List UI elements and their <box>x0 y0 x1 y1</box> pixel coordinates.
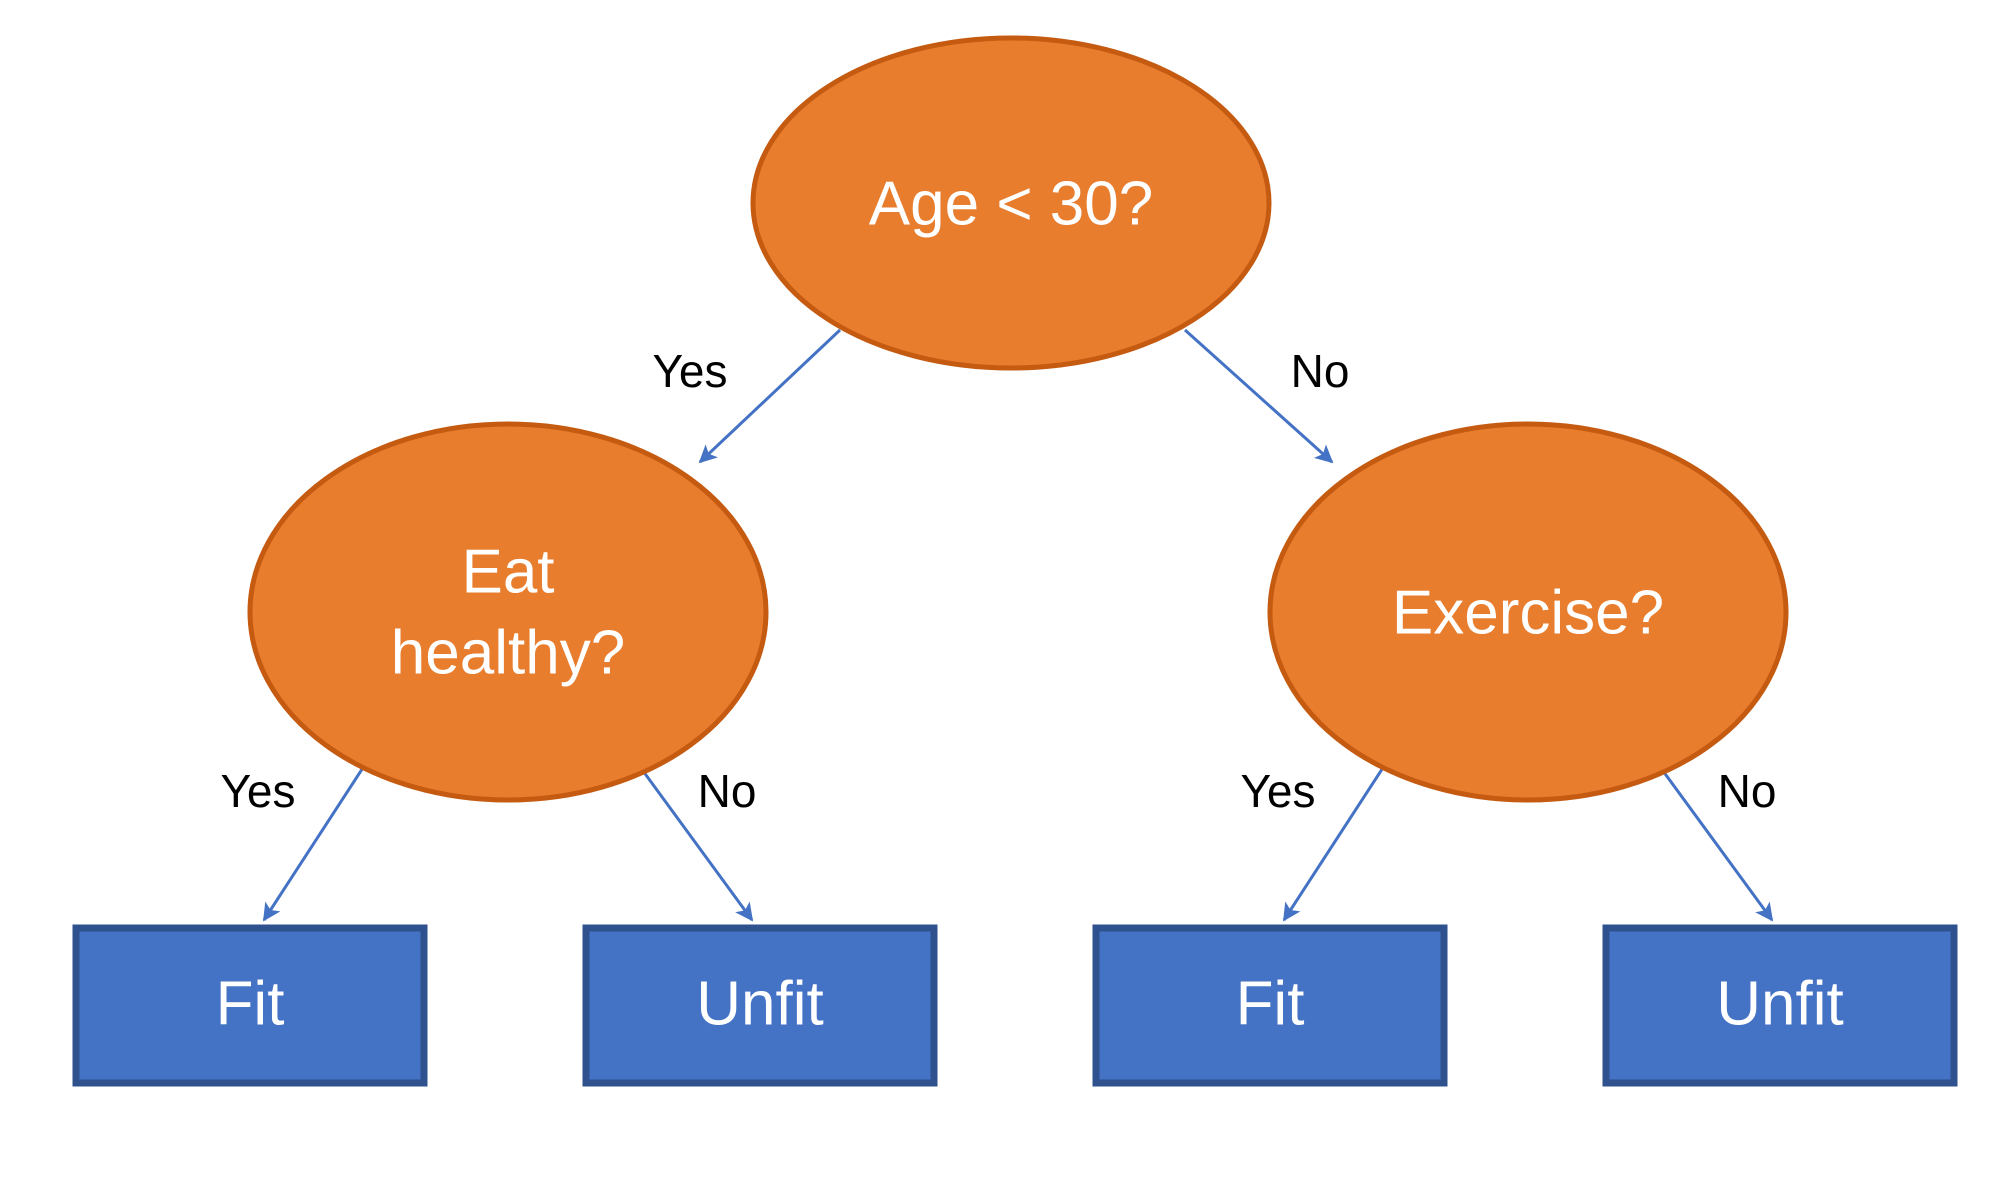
decision-label-root: Age < 30? <box>869 169 1153 238</box>
leaf-label-fit-2: Fit <box>1236 969 1305 1038</box>
edge-exercise-yes <box>1282 759 1390 922</box>
leaf-box-unfit-1[interactable] <box>582 924 938 1087</box>
edge-eat-healthy-yes <box>262 759 370 922</box>
decision-nodes-layer: Age < 30? Eat healthy? Exercise? <box>247 35 1789 803</box>
edges-layer <box>262 328 1774 922</box>
edge-label-exercise-yes: Yes <box>1240 765 1315 817</box>
decision-node-eat-healthy[interactable]: Eat healthy? <box>247 421 769 803</box>
leaf-box-fit-1[interactable] <box>72 924 428 1087</box>
decision-label-eat-healthy-line-1: Eat <box>461 537 554 606</box>
edge-label-root-no: No <box>1291 345 1350 397</box>
leaf-box-unfit-2[interactable] <box>1602 924 1958 1087</box>
leaf-label-unfit-1: Unfit <box>696 969 823 1038</box>
edge-exercise-no <box>1653 759 1774 922</box>
decision-ellipse-exercise[interactable] <box>1267 421 1789 803</box>
decision-ellipse-root[interactable] <box>750 35 1272 371</box>
edge-labels-layer: Yes No Yes No Yes No <box>220 345 1776 817</box>
edge-root-yes <box>698 328 842 464</box>
edge-root-no <box>1183 328 1334 464</box>
leaf-node-unfit-2[interactable]: Unfit <box>1602 924 1958 1087</box>
decision-label-exercise: Exercise? <box>1392 578 1664 647</box>
edge-label-root-yes: Yes <box>652 345 727 397</box>
leaf-label-fit-1: Fit <box>216 969 285 1038</box>
decision-node-exercise[interactable]: Exercise? <box>1267 421 1789 803</box>
edge-eat-healthy-no <box>633 759 754 922</box>
edge-label-eat-healthy-no: No <box>698 765 757 817</box>
edge-label-eat-healthy-yes: Yes <box>220 765 295 817</box>
decision-label-eat-healthy-line-2: healthy? <box>391 618 625 687</box>
leaf-label-unfit-2: Unfit <box>1716 969 1843 1038</box>
leaf-nodes-layer: Fit Unfit Fit Unfit <box>72 924 1958 1087</box>
leaf-node-fit-2[interactable]: Fit <box>1092 924 1448 1087</box>
leaf-node-fit-1[interactable]: Fit <box>72 924 428 1087</box>
decision-node-root[interactable]: Age < 30? <box>750 35 1272 371</box>
edge-label-exercise-no: No <box>1718 765 1777 817</box>
leaf-node-unfit-1[interactable]: Unfit <box>582 924 938 1087</box>
decision-ellipse-eat-healthy[interactable] <box>247 421 769 803</box>
leaf-box-fit-2[interactable] <box>1092 924 1448 1087</box>
